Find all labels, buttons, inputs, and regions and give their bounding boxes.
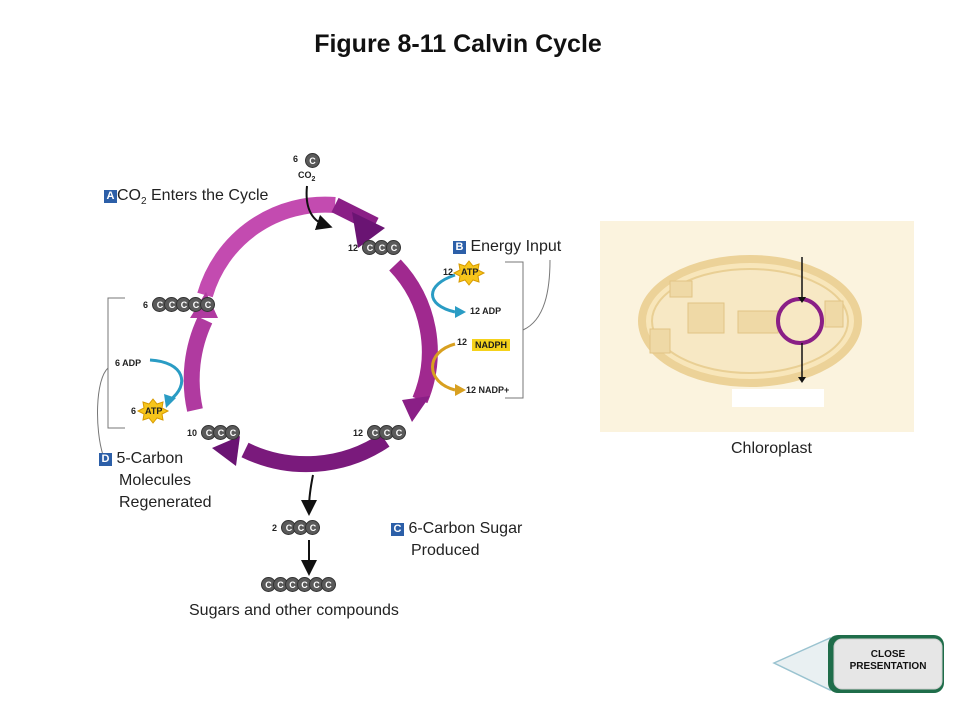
co2-formula: CO2 bbox=[298, 170, 316, 183]
nadph-to-nadp-arrow bbox=[431, 342, 456, 392]
page-title: Figure 8-11 Calvin Cycle bbox=[314, 30, 602, 58]
atp-label-right: ATP bbox=[461, 267, 479, 277]
co2-in-arrow bbox=[305, 185, 333, 231]
cycle-arrowhead-top bbox=[352, 212, 385, 248]
regen-bracket bbox=[107, 297, 125, 429]
atp-count-left: 6 bbox=[131, 406, 137, 416]
step-d-label: D 5-Carbon Molecules Regenerated bbox=[99, 448, 212, 514]
adp-out-label: 12 ADP bbox=[470, 306, 502, 316]
atp-to-adp-arrow bbox=[431, 273, 456, 314]
atp-count-right: 12 bbox=[443, 267, 454, 277]
step-d-badge: D bbox=[99, 453, 112, 466]
atp-star-left bbox=[136, 398, 170, 424]
cycle-arrowhead-bottom bbox=[212, 436, 240, 466]
step-b-label: B Energy Input bbox=[453, 236, 561, 258]
carbon-atom: C bbox=[305, 153, 320, 168]
chloroplast-label: Chloroplast bbox=[731, 440, 812, 457]
nadph-label: NADPH bbox=[472, 339, 511, 351]
sugar-out-arrow bbox=[301, 474, 318, 516]
step-b-badge: B bbox=[453, 241, 466, 254]
cycle-arc-top-left bbox=[197, 196, 336, 298]
adp-to-atp-arrow bbox=[149, 358, 184, 402]
sugars-label: Sugars and other compounds bbox=[189, 602, 399, 619]
nadph-count: 12 bbox=[457, 337, 468, 347]
close-button-shape bbox=[772, 635, 944, 693]
step-a-badge: A bbox=[104, 190, 117, 203]
step-c-badge: C bbox=[391, 523, 404, 536]
atp-star-right bbox=[452, 260, 486, 286]
nadp-out-label: 12 NADP+ bbox=[466, 385, 510, 395]
chloroplast-image bbox=[600, 221, 914, 432]
chloroplast-illustration bbox=[638, 255, 862, 407]
energy-bracket bbox=[505, 261, 524, 399]
atp-label-left: ATP bbox=[145, 406, 163, 416]
cycle-arc-left bbox=[183, 316, 213, 412]
cycle-arc-right bbox=[389, 259, 438, 404]
cycle-arrowhead-right bbox=[402, 396, 430, 422]
adp-left-label: 6 ADP bbox=[115, 358, 142, 368]
cycle-arc-bottom bbox=[241, 433, 390, 473]
co2-count: 6 bbox=[293, 154, 299, 164]
step-c-label: C 6-Carbon Sugar Produced bbox=[391, 518, 522, 562]
